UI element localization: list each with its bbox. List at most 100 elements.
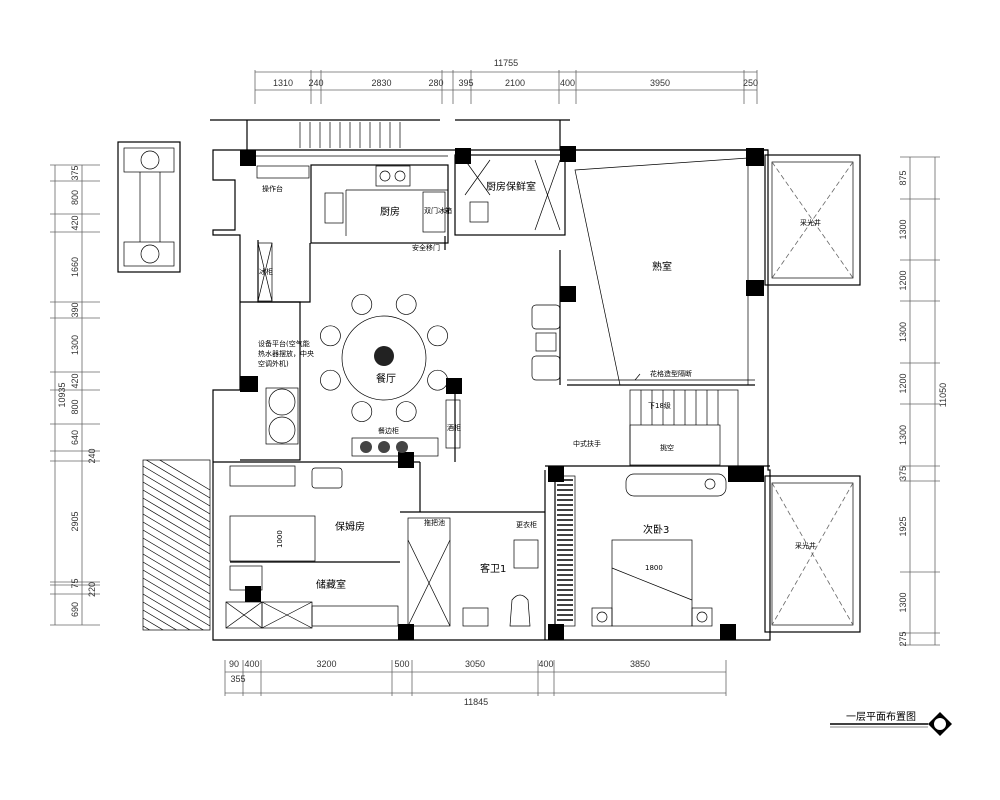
dimension-label: 400 bbox=[538, 659, 553, 669]
label-dressing: 更衣柜 bbox=[516, 520, 537, 529]
dimension-label: 220 bbox=[87, 582, 97, 597]
sink-icon bbox=[324, 192, 344, 224]
dimension-label: 800 bbox=[70, 190, 80, 205]
nanny-bed bbox=[229, 515, 316, 562]
room-label-nanny-room: 保姆房 bbox=[335, 520, 365, 533]
dimension-label: 240 bbox=[308, 78, 323, 88]
label-wine-cabinet: 酒柜 bbox=[447, 423, 461, 432]
fridge-icon bbox=[422, 191, 446, 233]
label-mop-sink: 拖把池 bbox=[424, 518, 445, 527]
dining-chair bbox=[395, 294, 417, 315]
guest-bathroom: 拖把池 客卫1 更衣柜 bbox=[407, 517, 539, 627]
dimension-label: 2905 bbox=[70, 511, 80, 531]
equipment-note: 设备平台(空气能 bbox=[258, 339, 310, 348]
drawing-title-text: 一层平面布置图 bbox=[846, 711, 916, 723]
tea-room: 熟室 花格造型隔断 bbox=[531, 157, 755, 386]
dimension-label: 11755 bbox=[494, 58, 518, 68]
nanny-room: 1000 保姆房 储藏室 bbox=[225, 465, 399, 629]
light-well-top: 采光井 bbox=[764, 154, 861, 286]
drawing-title: 一层平面布置图 bbox=[830, 711, 952, 736]
room-label-tea-room: 熟室 bbox=[652, 260, 672, 273]
dining-chair bbox=[320, 369, 341, 391]
dimension-label: 280 bbox=[428, 78, 443, 88]
label-freezer: 冰柜 bbox=[259, 267, 273, 276]
dimension-label: 1300 bbox=[898, 425, 908, 445]
label-fridge: 双门冰箱 bbox=[424, 206, 452, 215]
toilet-icon bbox=[509, 594, 531, 627]
room-label-guest-bath: 客卫1 bbox=[480, 562, 506, 575]
dimension-label: 690 bbox=[70, 602, 80, 617]
room-label-light-well: 采光井 bbox=[800, 218, 821, 227]
dining-chair bbox=[395, 401, 417, 422]
dining-area: 餐厅 餐边柜 酒柜 bbox=[320, 294, 461, 457]
dimension-label: 250 bbox=[743, 78, 758, 88]
dimension-label: 400 bbox=[244, 659, 259, 669]
stove-icon bbox=[375, 165, 411, 187]
bedroom-3: 次卧3 1800 bbox=[554, 473, 727, 627]
dimension-label: 3950 bbox=[650, 78, 670, 88]
dimension-label: 390 bbox=[70, 302, 80, 317]
dimension-label: 875 bbox=[898, 170, 908, 185]
dimension-label: 420 bbox=[70, 215, 80, 230]
label-bed-width: 1800 bbox=[645, 564, 663, 572]
dimension-label: 75 bbox=[70, 578, 80, 588]
room-label-void: 挑空 bbox=[660, 443, 674, 452]
kitchen: 厨房 厨房保鲜室 操作台 双门冰箱 安全移门 冰柜 bbox=[256, 159, 561, 302]
label-stairs-down: 下18级 bbox=[648, 401, 671, 410]
dining-chair bbox=[427, 325, 448, 347]
equipment-note: 热水器摆放，中央 bbox=[258, 349, 314, 358]
dimension-label: 1200 bbox=[898, 373, 908, 393]
armchair bbox=[311, 467, 343, 489]
centerpiece-icon bbox=[374, 346, 394, 366]
dimension-label: 1660 bbox=[70, 257, 80, 277]
label-handrail: 中式扶手 bbox=[573, 439, 601, 448]
dimension-label: 275 bbox=[898, 631, 908, 646]
dimension-label: 395 bbox=[458, 78, 473, 88]
room-label-kitchen-fresh: 厨房保鲜室 bbox=[486, 180, 536, 193]
label-partition: 花格造型隔断 bbox=[650, 369, 692, 378]
room-label-bedroom3: 次卧3 bbox=[643, 523, 669, 536]
light-well-bottom: 采光井 bbox=[764, 475, 861, 633]
double-bed bbox=[611, 539, 693, 627]
dimension-label: 1925 bbox=[898, 516, 908, 536]
equipment-platform: 设备平台(空气能 热水器摆放，中央 空调外机) bbox=[258, 339, 314, 445]
dimension-label: 400 bbox=[560, 78, 575, 88]
staircase: 下18级 挑空 中式扶手 bbox=[573, 389, 739, 467]
label-safety-door: 安全移门 bbox=[412, 243, 440, 252]
dining-chair bbox=[351, 401, 373, 422]
entry-porch bbox=[117, 141, 181, 273]
dimension-label: 11845 bbox=[464, 697, 488, 707]
dimension-label: 1310 bbox=[273, 78, 293, 88]
dimension-label: 1300 bbox=[898, 592, 908, 612]
dimension-label: 3050 bbox=[465, 659, 485, 669]
dimension-label: 3200 bbox=[316, 659, 336, 669]
dimension-label: 1200 bbox=[898, 270, 908, 290]
terrace-hatch bbox=[142, 459, 211, 631]
dining-chair bbox=[320, 325, 341, 347]
armchair bbox=[531, 355, 561, 381]
dimension-label: 375 bbox=[70, 165, 80, 180]
dimension-label: 3850 bbox=[630, 659, 650, 669]
dimension-label: 2100 bbox=[505, 78, 525, 88]
dining-table bbox=[341, 315, 427, 401]
dimension-label: 375 bbox=[898, 466, 908, 481]
room-label-kitchen: 厨房 bbox=[380, 205, 400, 218]
dining-chair bbox=[427, 369, 448, 391]
dimension-label: 11050 bbox=[938, 383, 948, 407]
kitchen-fresh-sink-icon bbox=[469, 201, 489, 223]
dimension-label: 1300 bbox=[70, 335, 80, 355]
dimension-label: 640 bbox=[70, 430, 80, 445]
dimension-label: 420 bbox=[70, 373, 80, 388]
dimension-label: 1300 bbox=[898, 322, 908, 342]
armchair bbox=[531, 304, 561, 330]
side-table bbox=[535, 332, 557, 352]
room-label-light-well: 采光井 bbox=[795, 541, 816, 550]
dimension-label: 355 bbox=[230, 674, 245, 684]
label-sideboard: 餐边柜 bbox=[378, 426, 399, 435]
basin-icon bbox=[462, 607, 489, 627]
dimension-label: 800 bbox=[70, 399, 80, 414]
room-label-storage: 储藏室 bbox=[316, 578, 346, 591]
sideboard bbox=[351, 437, 439, 457]
